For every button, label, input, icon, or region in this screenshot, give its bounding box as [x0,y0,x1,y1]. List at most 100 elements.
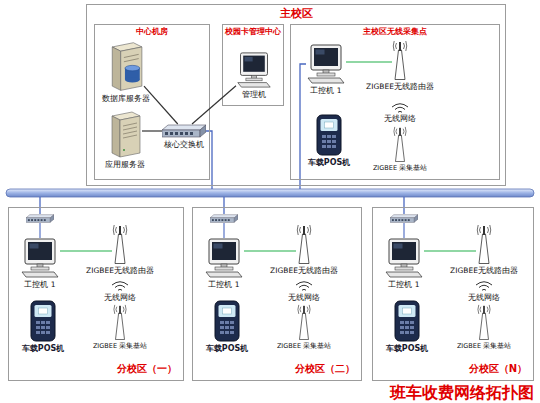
device-node: ZIGBEE 采集基站 [476,304,492,340]
uplink-wire [223,223,224,238]
industrial-pc-icon [206,239,242,277]
device-label: ZIGBEE无线路由器 [86,267,154,275]
device-label: ZIGBEE无线路由器 [450,267,518,275]
network-link [192,86,236,124]
network-link [346,61,392,62]
device-label: 管理机 [242,91,266,99]
device-node: 工控机 1 [20,238,60,278]
zigbee-base-icon [298,305,310,340]
zigbee-base-icon [394,127,406,162]
zigbee-router-icon [297,225,311,264]
link-group [346,62,392,63]
device-node: ZIGBEE无线路由器 [392,40,408,80]
branch-switch-icon [210,215,238,223]
link-group [144,86,178,124]
device-node: ZIGBEE 采集基站 [392,126,408,162]
device-label: 工控机 1 [310,87,341,95]
zigbee-base-icon [114,305,126,340]
device-label: ZIGBEE 采集基站 [277,343,331,350]
device-node: 工控机 1 [204,238,244,278]
device-label: ZIGBEE 采集基站 [373,165,427,172]
wireless-label: 无线网络 [468,294,500,302]
diagram-caption: 班车收费网络拓扑图 [388,384,536,402]
device-node: 车载POS机 [30,300,56,342]
device-label: 车载POS机 [386,345,428,353]
device-node: 车载POS机 [316,114,342,156]
device-node: 管理机 [236,52,272,88]
management-pc-icon [238,53,270,87]
pos-terminal-icon [31,301,55,341]
device-label: ZIGBEE无线路由器 [366,83,434,91]
database-server-icon [112,43,142,91]
zone-heading: 主校区无线采集点 [291,28,499,36]
device-label: 车载POS机 [206,345,248,353]
device-node: ZIGBEE 采集基站 [112,304,128,340]
wireless-label: 无线网络 [104,294,136,302]
device-node: 核心交换机 [162,124,206,138]
device-node: 数据库服务器 [108,40,144,92]
device-node: ZIGBEE无线路由器 [476,224,492,264]
device-label: 工控机 1 [208,281,239,289]
zigbee-router-icon [393,41,407,80]
network-link [144,86,178,124]
uplink-wire [223,197,224,214]
device-node: 工控机 1 [306,44,346,84]
device-node: 工控机 1 [384,238,424,278]
pos-terminal-icon [395,301,419,341]
branch-campus-box: 工控机 1ZIGBEE无线路由器ZIGBEE 采集基站车载POS机分校区（二） [192,207,362,381]
device-label: ZIGBEE 采集基站 [457,343,511,350]
device-node: ZIGBEE无线路由器 [296,224,312,264]
pos-terminal-icon [317,115,341,155]
zigbee-router-icon [477,225,491,264]
pos-terminal-icon [215,301,239,341]
branch-switch-icon [390,215,418,223]
application-server-icon [112,112,140,157]
device-node: ZIGBEE无线路由器 [112,224,128,264]
link-group [142,131,162,132]
branch-campus-box: 工控机 1ZIGBEE无线路由器ZIGBEE 采集基站车载POS机分校区（一） [8,207,184,381]
uplink-wire [39,197,40,214]
zone-heading: 分校区（二） [295,364,355,374]
industrial-pc-icon [308,45,344,83]
zone-heading: 校园卡管理中心 [223,28,283,36]
link-group [60,251,112,252]
device-label: ZIGBEE 采集基站 [93,343,147,350]
device-label: 数据库服务器 [102,95,150,103]
zone-heading: 中心机房 [95,28,209,36]
link-group [244,251,296,252]
uplink-wire [403,197,404,214]
device-node: 应用服务器 [108,110,142,158]
device-node: 车载POS机 [214,300,240,342]
device-label: 车载POS机 [308,159,350,167]
wireless-symbol [296,282,312,290]
zone-heading: 分校区（N） [469,364,527,374]
wireless-label: 无线网络 [384,115,416,123]
device-label: 工控机 1 [24,281,55,289]
zigbee-base-icon [478,305,490,340]
zone-heading: 主校区 [87,8,505,19]
wireless-symbol [112,282,128,290]
device-label: 应用服务器 [105,161,145,169]
uplink-wire [403,223,404,238]
link-group [424,251,476,252]
industrial-pc-icon [22,239,58,277]
wireless-symbol [476,282,492,290]
campus-box: 数据库服务器应用服务器核心交换机中心机房管理机校园卡管理中心工控机 1ZIGBE… [86,4,506,186]
core-switch-icon [162,125,206,137]
device-node: 车载POS机 [394,300,420,342]
branch-campus-box: 工控机 1ZIGBEE无线路由器ZIGBEE 采集基站车载POS机分校区（N） [372,207,534,381]
device-label: 工控机 1 [388,281,419,289]
network-link [142,130,162,131]
uplink-wire [206,131,212,189]
branch-switch-icon [26,215,54,223]
network-link [424,250,476,251]
wireless-symbol [392,104,408,112]
zone-box: 工控机 1ZIGBEE无线路由器ZIGBEE 采集基站车载POS机主校区无线采集… [290,24,500,180]
link-group [192,86,236,124]
zone-box: 管理机 校园卡管理中心 [222,24,284,106]
network-link [244,250,296,251]
industrial-pc-icon [386,239,422,277]
device-node: ZIGBEE 采集基站 [296,304,312,340]
